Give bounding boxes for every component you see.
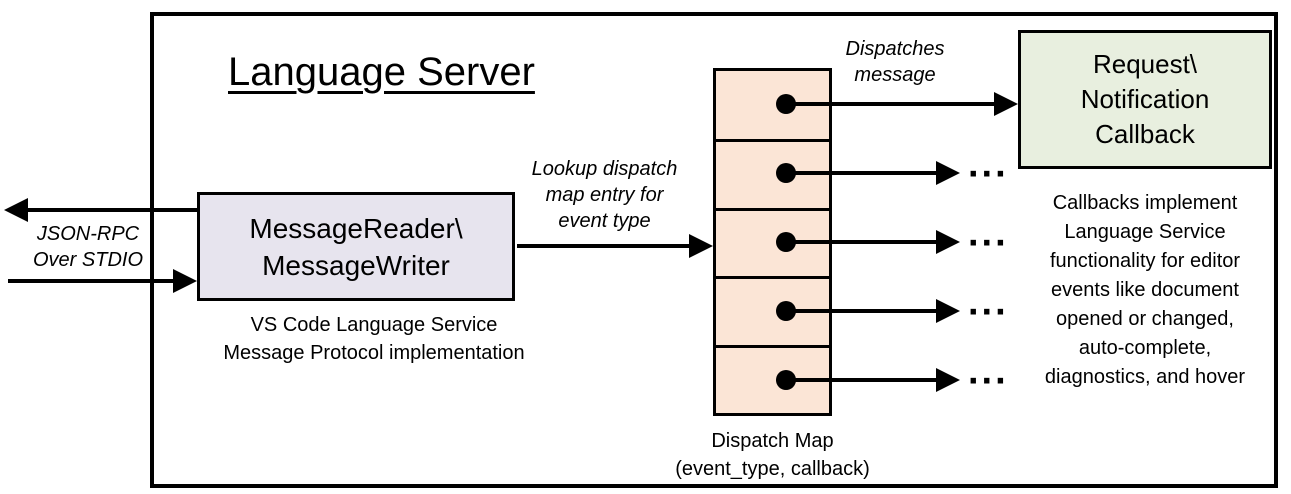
message-caption-line1: VS Code Language Service <box>250 314 498 336</box>
callbacks-caption-line2: Language Service <box>1064 221 1226 243</box>
dispatch-map-cell-5 <box>716 344 829 413</box>
jsonrpc-label-line1: JSON-RPC <box>36 223 140 245</box>
lookup-label-line1: Lookup dispatch <box>531 158 678 180</box>
dispatch-map-cell-3 <box>716 207 829 276</box>
callbacks-explanation-caption: Callbacks implement Language Service fun… <box>1018 189 1272 392</box>
lookup-dispatch-label: Lookup dispatch map entry for event type <box>512 156 697 234</box>
callback-box-line1: Request\ <box>1092 49 1198 79</box>
callback-box-line2: Notification <box>1080 84 1210 114</box>
message-box-line2: MessageWriter <box>262 249 450 281</box>
dispatches-message-label: Dispatches message <box>815 36 975 88</box>
message-box-line1: MessageReader\ <box>249 212 463 244</box>
jsonrpc-stdio-label: JSON-RPC Over STDIO <box>18 221 158 273</box>
lookup-label-line3: event type <box>558 210 651 232</box>
message-reader-writer-box: MessageReader\ MessageWriter <box>197 192 515 301</box>
dispatch-caption-line1: Dispatch Map <box>711 430 834 452</box>
callbacks-caption-line4: events like document <box>1051 279 1239 301</box>
message-box-caption: VS Code Language Service Message Protoco… <box>174 311 574 367</box>
ellipsis-row-4: ... <box>968 281 1009 324</box>
jsonrpc-label-line2: Over STDIO <box>32 249 143 271</box>
callbacks-caption-line1: Callbacks implement <box>1052 192 1238 214</box>
callbacks-caption-line3: functionality for editor <box>1049 250 1241 272</box>
language-server-container-box <box>150 12 1278 488</box>
dispatches-label-line2: message <box>854 64 936 86</box>
diagram-title: Language Server <box>228 50 535 94</box>
dispatch-map-cell-2 <box>716 139 829 207</box>
dispatch-map-caption: Dispatch Map (event_type, callback) <box>650 427 895 483</box>
ellipsis-row-3: ... <box>968 212 1009 255</box>
request-notification-callback-box: Request\ Notification Callback <box>1018 30 1272 169</box>
dispatch-map-cell-1 <box>716 71 829 139</box>
callbacks-caption-line6: auto-complete, <box>1078 337 1212 359</box>
ellipsis-row-2: ... <box>968 143 1009 186</box>
ellipsis-row-5: ... <box>968 350 1009 393</box>
callbacks-caption-line5: opened or changed, <box>1056 308 1234 330</box>
callback-box-line3: Callback <box>1095 119 1195 149</box>
dispatch-map-cell-4 <box>716 276 829 344</box>
dispatch-caption-line2: (event_type, callback) <box>675 458 870 480</box>
message-caption-line2: Message Protocol implementation <box>223 342 525 364</box>
lookup-label-line2: map entry for <box>545 184 664 206</box>
callbacks-caption-line7: diagnostics, and hover <box>1044 366 1246 388</box>
dispatch-map-box <box>713 68 832 416</box>
dispatches-label-line1: Dispatches <box>845 38 945 60</box>
